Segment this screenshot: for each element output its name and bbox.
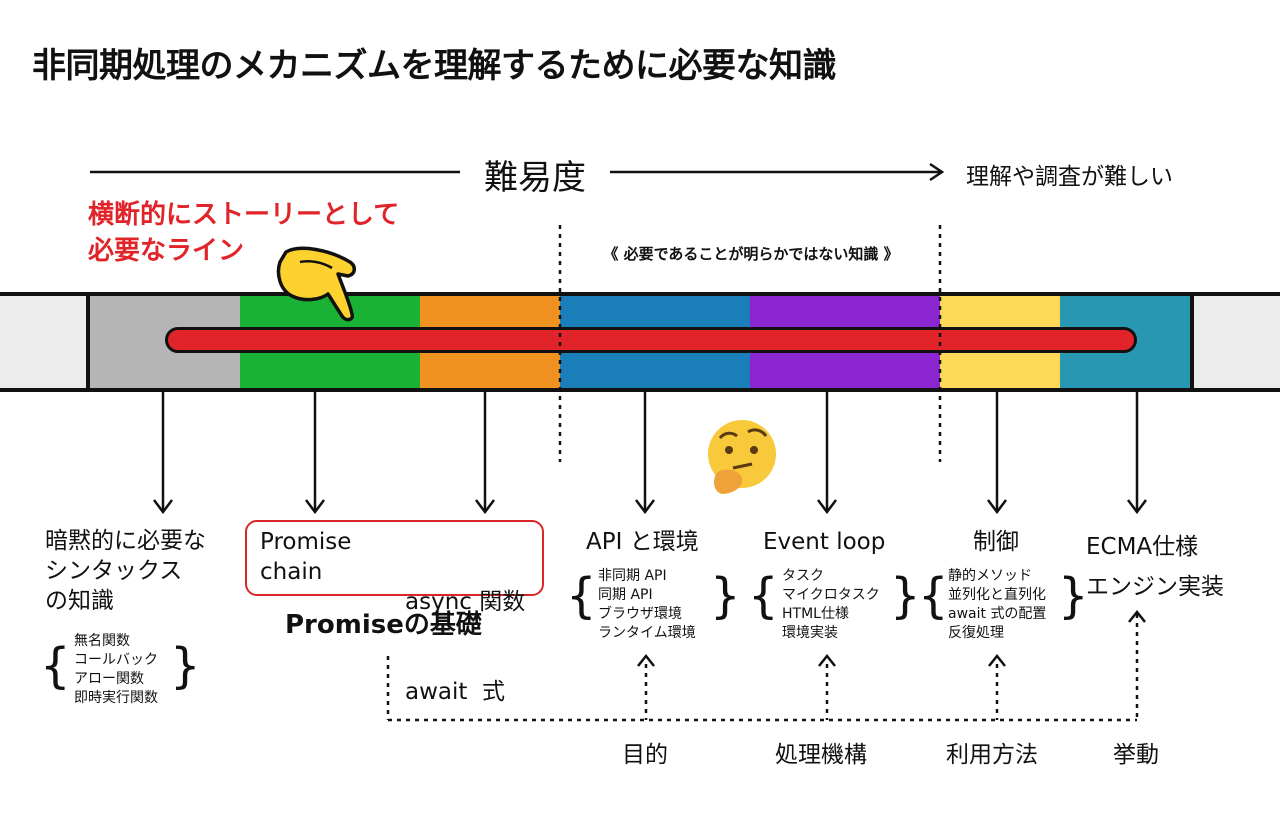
event-loop-title: Event loop: [763, 529, 886, 555]
control-items: 静的メソッド 並列化と直列化 await 式の配置 反復処理: [948, 567, 1046, 643]
api-env-title: API と環境: [586, 529, 699, 555]
list-item: 反復処理: [948, 625, 1004, 641]
api-brace-left: {: [566, 568, 597, 624]
ecma-title-line-2: エンジン実装: [1086, 574, 1224, 600]
list-item: 環境実装: [782, 625, 838, 641]
list-item: 非同期 API: [598, 568, 667, 584]
ecma-title: ECMA仕様 エンジン実装: [1086, 527, 1224, 607]
control-brace-left: {: [918, 568, 949, 624]
async-await-label: async 関数 await 式: [405, 527, 525, 737]
async-await-line-1: async 関数: [405, 589, 526, 615]
implicit-syntax-title-line-3: の知識: [45, 588, 114, 614]
implicit-syntax-title-line-2: シンタックス: [45, 558, 183, 584]
band-edge-left: [0, 293, 88, 391]
list-item: ブラウザ環境: [598, 606, 682, 622]
list-item: 並列化と直列化: [948, 587, 1046, 603]
band-edge-right: [1192, 293, 1280, 391]
implicit-syntax-title: 暗黙的に必要な シンタックス の知識: [45, 526, 206, 616]
async-await-line-2: await 式: [405, 679, 506, 705]
storyline-label-line-1: 横断的にストーリーとして: [88, 200, 400, 230]
event-loop-brace-right: }: [890, 568, 921, 624]
difficulty-label: 難易度: [484, 158, 586, 198]
list-item: ランタイム環境: [598, 625, 696, 641]
promise-chain-label: Promise chain: [260, 527, 351, 587]
promise-chain-line-1: Promise: [260, 529, 352, 555]
behavior-label: 挙動: [1113, 742, 1159, 768]
mechanism-label: 処理機構: [775, 742, 867, 768]
thinking-face-icon: [708, 420, 776, 494]
promise-basics-box: [245, 520, 544, 596]
list-item: 同期 API: [598, 587, 653, 603]
promise-basics-caption: Promiseの基礎: [285, 610, 482, 640]
pointing-hand-icon: [276, 246, 356, 322]
page-title: 非同期処理のメカニズムを理解するために必要な知識: [32, 46, 837, 86]
list-item: アロー関数: [74, 671, 144, 687]
list-item: コールバック: [74, 652, 158, 668]
control-title: 制御: [973, 529, 1019, 555]
event-loop-items: タスク マイクロタスク HTML仕様 環境実装: [782, 567, 880, 643]
implicit-items: 無名関数 コールバック アロー関数 即時実行関数: [74, 632, 158, 708]
list-item: マイクロタスク: [782, 587, 880, 603]
promise-chain-line-2: chain: [260, 559, 323, 585]
list-item: タスク: [782, 568, 824, 584]
api-items: 非同期 API 同期 API ブラウザ環境 ランタイム環境: [598, 567, 696, 643]
difficulty-note: 理解や調査が難しい: [966, 164, 1173, 190]
purpose-label: 目的: [622, 742, 668, 768]
api-brace-right: }: [710, 568, 741, 624]
list-item: 即時実行関数: [74, 690, 158, 706]
implicit-syntax-title-line-1: 暗黙的に必要な: [45, 528, 206, 554]
ecma-title-line-1: ECMA仕様: [1086, 534, 1199, 560]
usage-label: 利用方法: [946, 742, 1038, 768]
list-item: await 式の配置: [948, 606, 1047, 622]
storyline-label-line-2: 必要なライン: [88, 236, 245, 266]
list-item: 無名関数: [74, 633, 130, 649]
control-brace-right: }: [1058, 568, 1089, 624]
event-loop-brace-left: {: [748, 568, 779, 624]
unclear-knowledge-label: 《 必要であることが明らかではない知識 》: [603, 245, 899, 263]
implicit-brace-left: {: [40, 638, 71, 694]
list-item: HTML仕様: [782, 606, 849, 622]
storyline-bar: [165, 327, 1137, 353]
list-item: 静的メソッド: [948, 568, 1032, 584]
implicit-brace-right: }: [170, 638, 201, 694]
storyline-label: 横断的にストーリーとして 必要なライン: [88, 197, 399, 269]
